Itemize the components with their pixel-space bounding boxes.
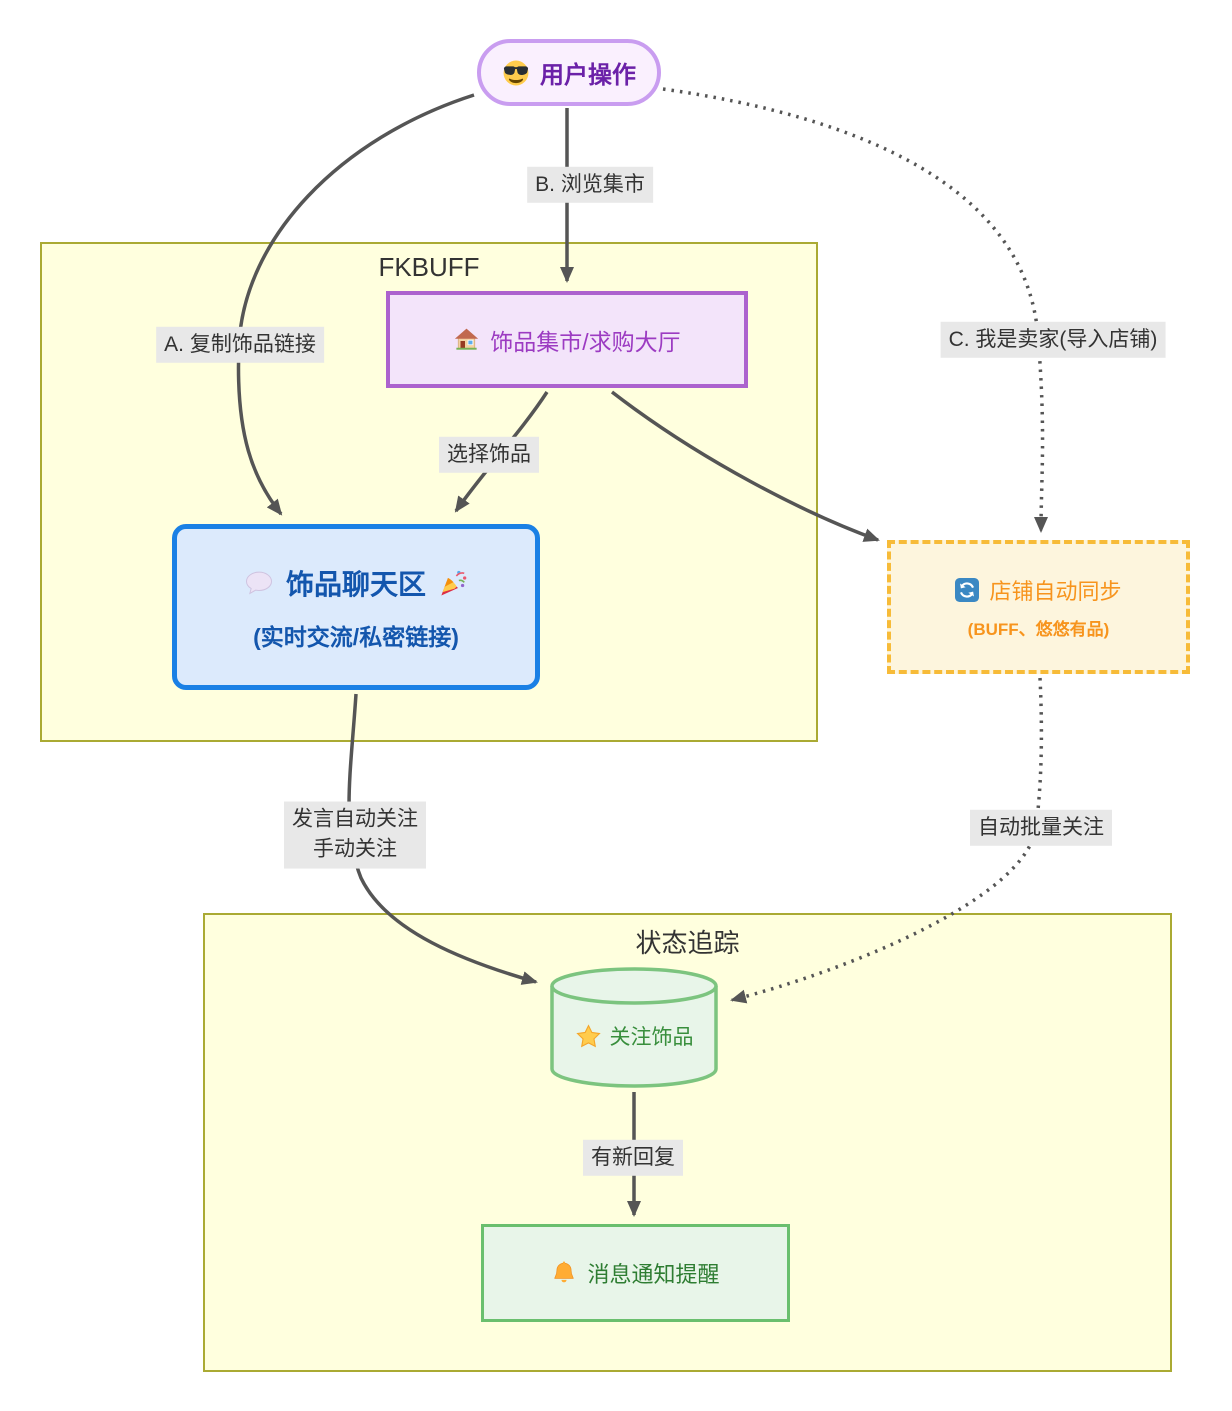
edge-label-auto-follow-line1: 发言自动关注 [292,807,418,831]
edge-chat-to-followdb [347,693,538,985]
node-chat-area-subtitle: (实时交流/私密链接) [253,623,459,650]
party-popper-emoji-icon [438,568,468,598]
node-market-hall-label: 饰品集市/求购大厅 [490,328,681,355]
edge-user-to-chat [236,93,475,516]
node-chat-area: 饰品聊天区 (实时交流/私密链接) [172,524,540,690]
subgraph-fkbuff-title: FKBUFF [378,252,480,282]
edge-label-browse-market: B. 浏览集市 [527,166,653,204]
node-chat-area-title: 饰品聊天区 [244,563,468,603]
edge-label-batch-follow: 自动批量关注 [970,809,1112,847]
subgraph-tracking-title: 状态追踪 [635,928,740,958]
node-shop-sync: 店铺自动同步 (BUFF、悠悠有品) [887,540,1190,674]
edge-label-auto-follow: 发言自动关注 手动关注 [284,801,426,869]
database-cylinder-shape [550,967,718,1088]
node-followed-items-db-labelrow: 关注饰品 [549,1021,719,1051]
node-shop-sync-label: 店铺自动同步 [989,579,1122,604]
node-shop-sync-subtitle: (BUFF、悠悠有品) [967,620,1110,639]
node-message-notify-label: 消息通知提醒 [587,1262,720,1287]
node-shop-sync-title: 店铺自动同步 [955,574,1122,606]
edge-label-copy-link: A. 复制饰品链接 [156,326,324,364]
sync-emoji-icon [955,578,980,602]
edge-label-seller-import: C. 我是卖家(导入店铺) [940,321,1166,359]
star-emoji-icon [575,1023,602,1050]
edge-market-to-sync [610,390,880,542]
edge-sync-to-followdb [730,677,1044,1004]
node-user-action: 用户操作 [477,39,661,106]
edge-label-new-reply: 有新回复 [583,1139,683,1177]
bell-emoji-icon [551,1260,577,1286]
sunglasses-emoji-icon [502,59,530,87]
edge-label-auto-follow-line2: 手动关注 [313,838,397,861]
node-followed-items-db-label: 关注饰品 [609,1026,694,1049]
node-followed-items-db: 关注饰品 [549,965,719,1090]
node-message-notify: 消息通知提醒 [481,1224,790,1322]
node-chat-area-label: 饰品聊天区 [285,568,426,600]
speech-balloon-emoji-icon [244,568,274,598]
edge-user-to-sync [662,87,1049,533]
edge-label-select-item: 选择饰品 [439,436,539,474]
house-emoji-icon [453,326,480,353]
node-market-hall: 饰品集市/求购大厅 [386,291,748,388]
node-user-action-label: 用户操作 [540,62,636,89]
